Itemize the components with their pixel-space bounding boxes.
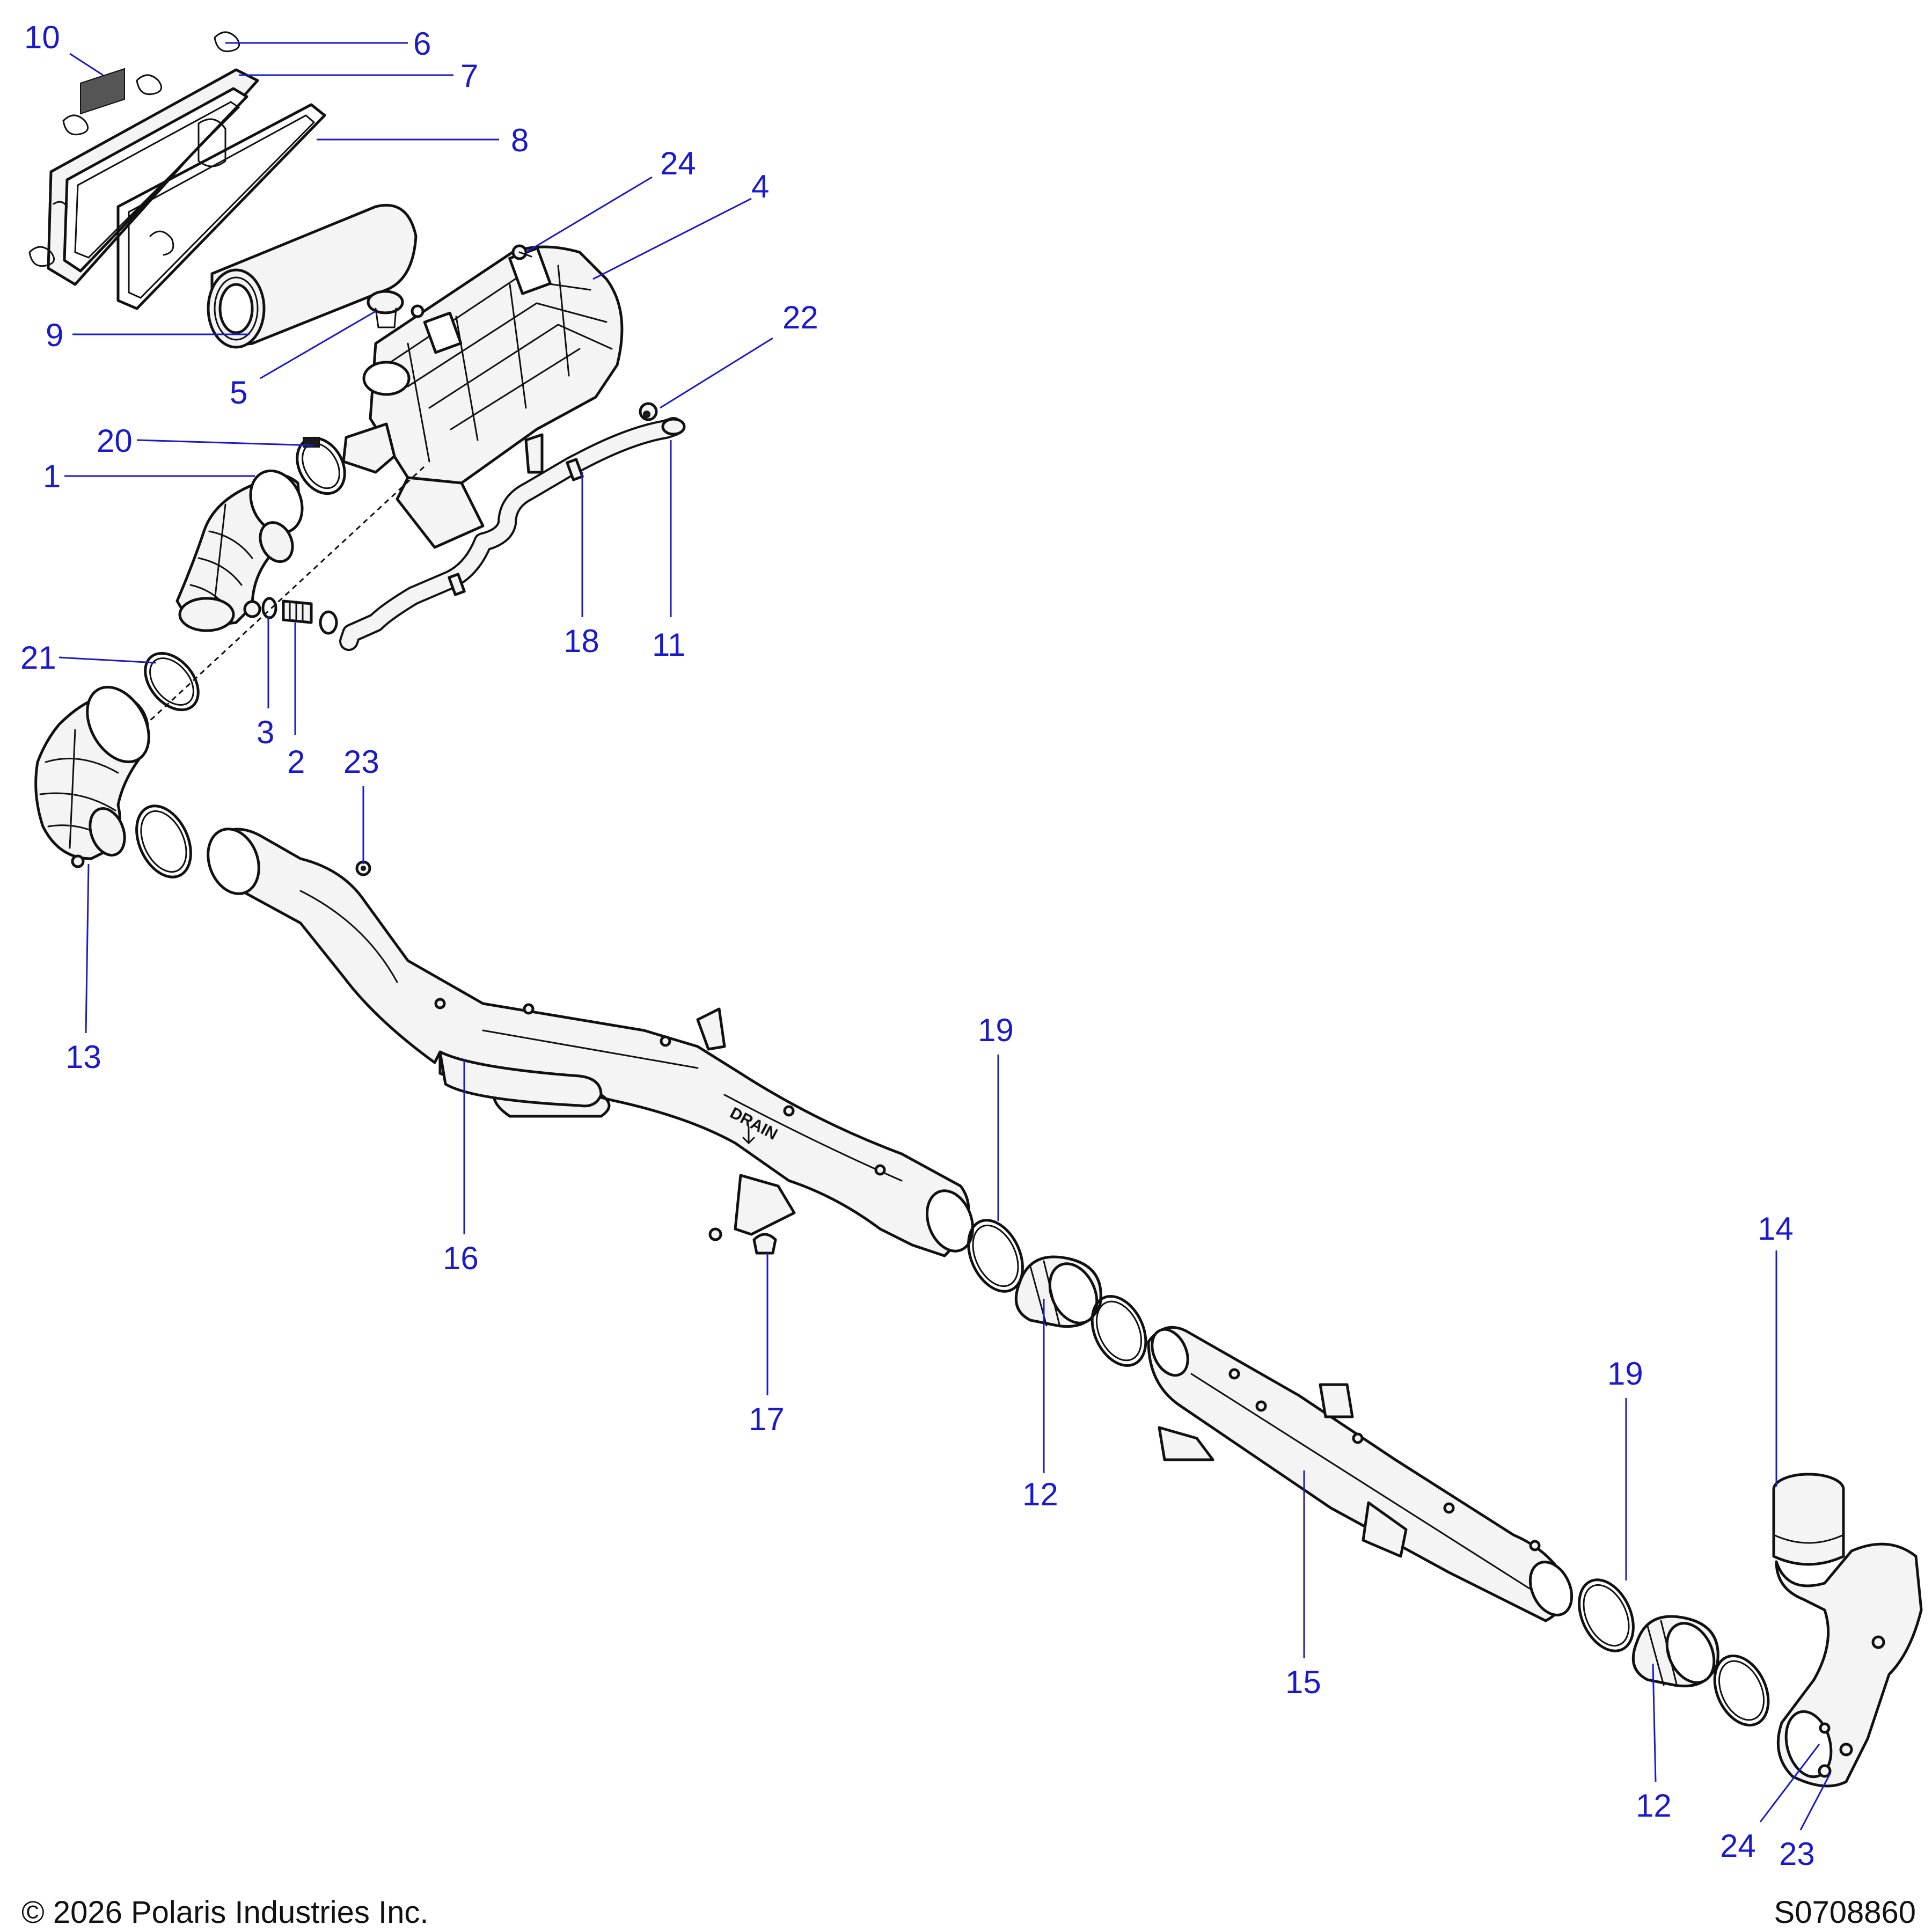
- callout-10: 10: [24, 19, 60, 55]
- part-19-clamp-upper: [967, 1219, 1024, 1293]
- callout-23-lower: 23: [1779, 1836, 1815, 1872]
- callout-13: 13: [65, 1039, 101, 1075]
- part-8-gasket: [116, 103, 326, 310]
- part-5-drain-cap: [367, 290, 425, 328]
- callout-22: 22: [782, 299, 818, 335]
- part-6-cover-clips: [28, 31, 240, 267]
- callout-19-lower: 19: [1607, 1356, 1643, 1392]
- callout-5: 5: [230, 375, 247, 411]
- drawing-number: S0708860: [1774, 1895, 1916, 1930]
- leader-lines: [58, 42, 1831, 1831]
- part-14-outlet-elbow: [1772, 1473, 1923, 1788]
- part-16-intake-duct: DRAIN: [207, 828, 975, 1257]
- part-7-airbox-cover: [47, 68, 259, 286]
- callout-1: 1: [43, 458, 61, 494]
- part-9-air-filter: [207, 203, 418, 349]
- part-12-coupler-lower: [1631, 1615, 1719, 1688]
- callout-4: 4: [751, 169, 769, 204]
- callout-2: 2: [287, 744, 305, 780]
- callouts: 10 6 7 8 24 4 22 9 5 20 1 18 11 21 3 2 2…: [20, 19, 1815, 1872]
- part-17-push-pin: [708, 1227, 777, 1255]
- copyright-notice: © 2026 Polaris Industries Inc.: [21, 1895, 429, 1930]
- part-11-vent-hose: [339, 417, 686, 651]
- callout-12-upper: 12: [1022, 1476, 1058, 1512]
- part-13-elbow-boot: [34, 685, 150, 868]
- callout-17: 17: [749, 1401, 785, 1437]
- part-15-duct: [1147, 1326, 1574, 1622]
- part-23-screw-lower: [1818, 1764, 1832, 1778]
- callout-18: 18: [564, 623, 599, 659]
- callout-14: 14: [1758, 1211, 1794, 1247]
- part-3-o-ring: [261, 597, 277, 619]
- callout-24-lower: 24: [1720, 1828, 1756, 1864]
- part-12-coupler-upper: [1014, 1255, 1102, 1328]
- callout-6: 6: [413, 26, 431, 62]
- part-23-screw-upper: [355, 860, 371, 876]
- callout-19-upper: 19: [978, 1012, 1014, 1048]
- callout-7: 7: [460, 58, 478, 94]
- part-1-intake-boot: [175, 469, 304, 632]
- callout-9: 9: [46, 317, 63, 353]
- callout-24-top: 24: [660, 145, 696, 181]
- part-clamp-13-16: [135, 804, 192, 879]
- part-10-label: [80, 68, 125, 115]
- callout-16: 16: [443, 1240, 479, 1276]
- part-2-barbed-fitting: [282, 599, 338, 635]
- part-clamp-12-15: [1091, 1295, 1147, 1367]
- callout-20: 20: [97, 423, 133, 459]
- callout-3: 3: [257, 714, 274, 750]
- callout-21: 21: [20, 640, 56, 676]
- assembly-centerline: [133, 466, 425, 736]
- part-18-hose-clip: [448, 458, 584, 596]
- callout-15: 15: [1285, 1664, 1321, 1700]
- part-clamp-12-14: [1713, 1655, 1770, 1726]
- part-4-airbox: [342, 245, 624, 549]
- callout-12-lower: 12: [1636, 1788, 1672, 1824]
- callout-23-upper: 23: [343, 744, 379, 780]
- part-22-hose-clamp: [639, 402, 658, 421]
- callout-11: 11: [652, 627, 685, 663]
- part-19-clamp-lower: [1578, 1578, 1635, 1652]
- part-21-clamp: [144, 652, 200, 712]
- callout-8: 8: [511, 122, 529, 158]
